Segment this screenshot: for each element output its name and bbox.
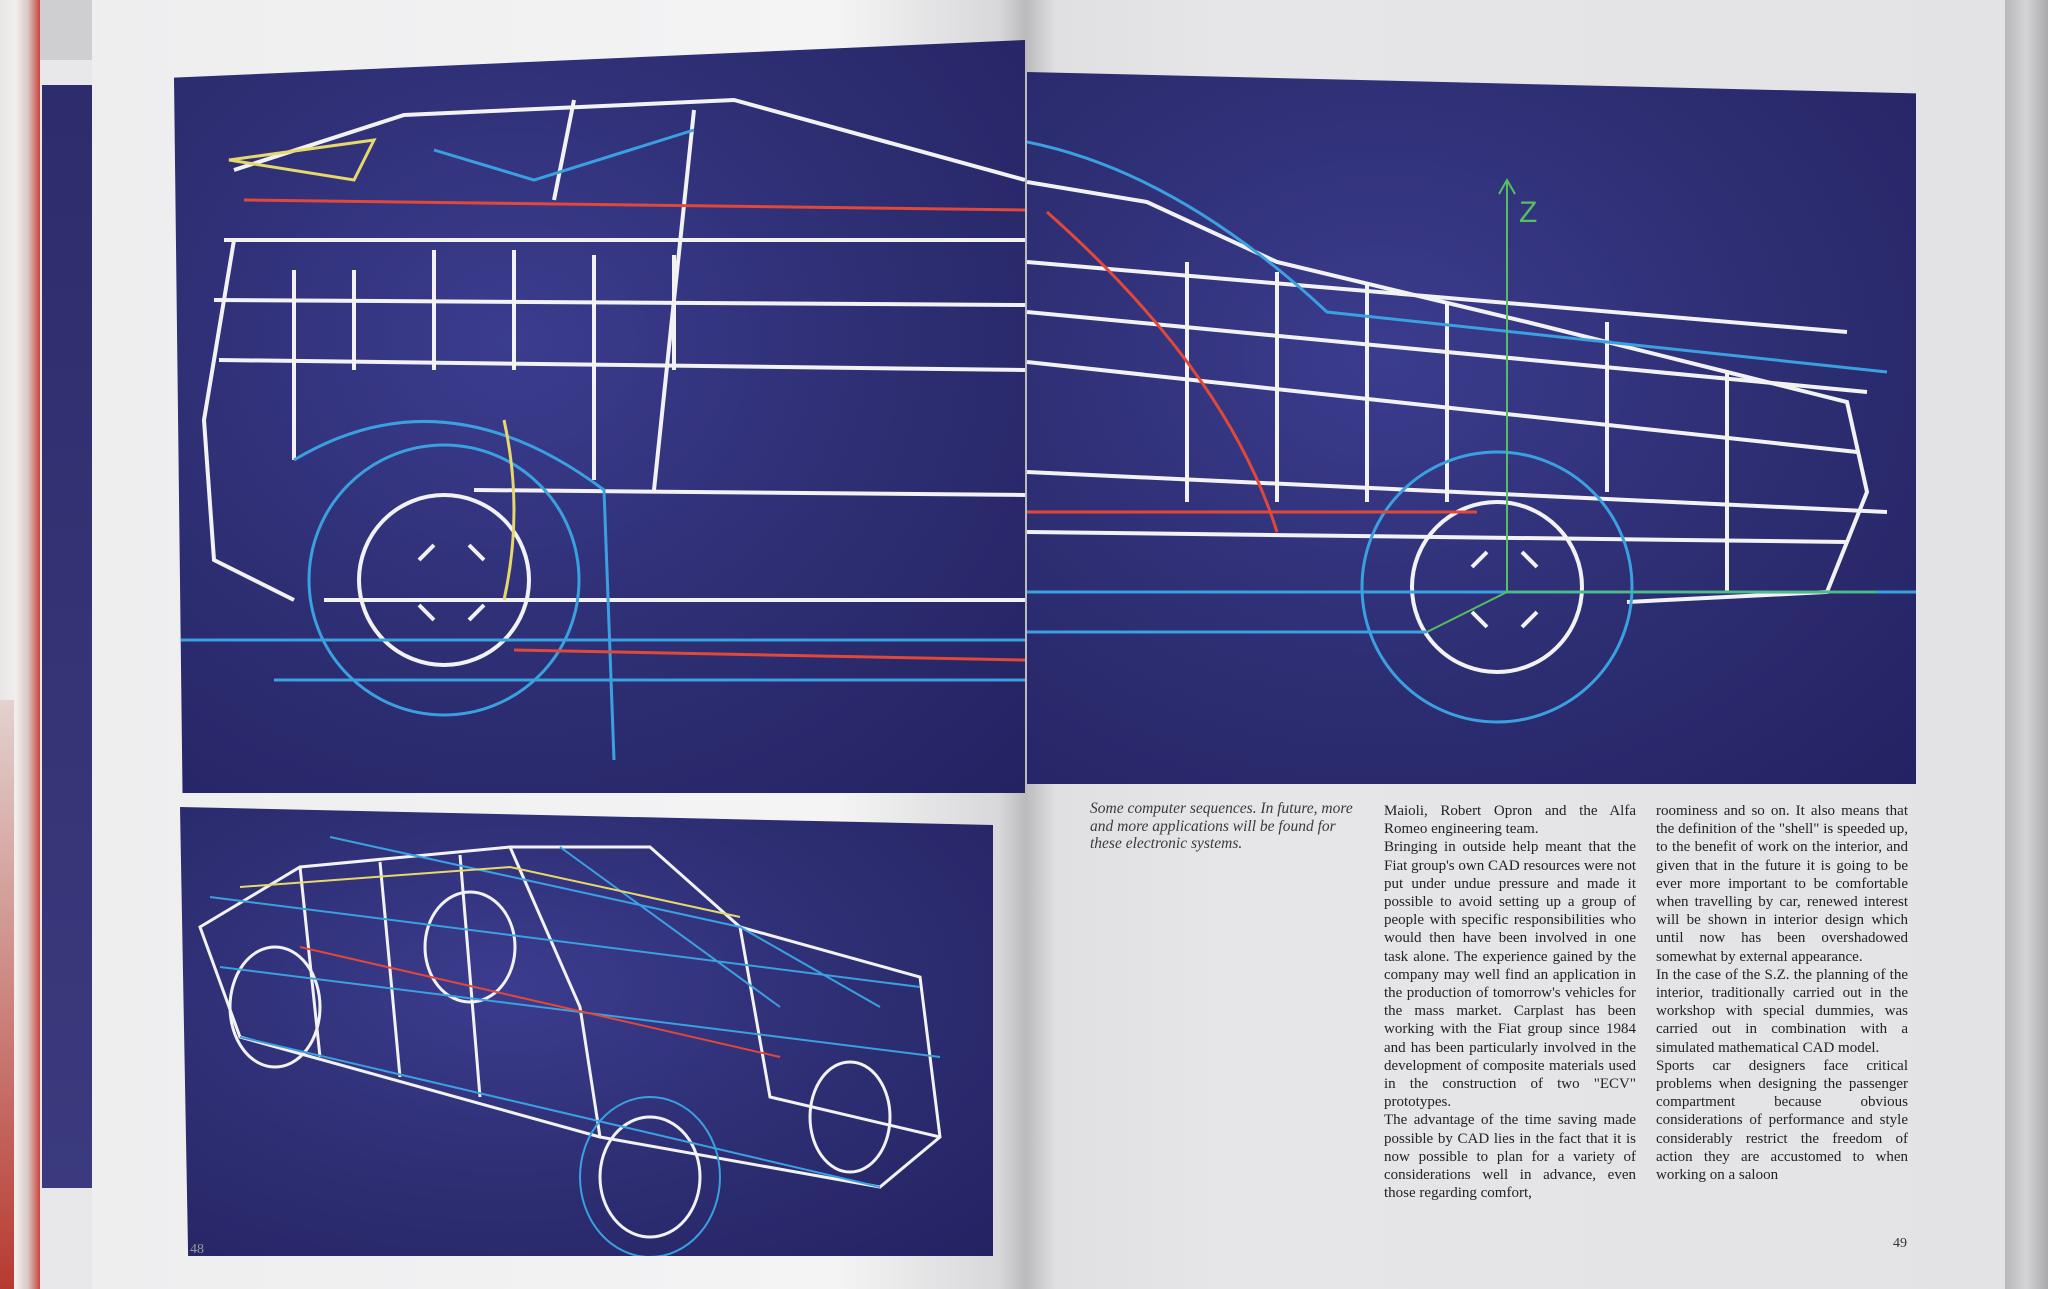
text-column-2: roominess and so on. It also means that … xyxy=(1656,802,1908,1184)
paragraph: The advantage of the time saving made po… xyxy=(1384,1112,1636,1202)
figure-caption: Some computer sequences. In future, more… xyxy=(1090,800,1353,852)
page-number-left: 48 xyxy=(190,1242,204,1257)
paragraph: Maioli, Robert Opron and the Alfa Romeo … xyxy=(1384,803,1636,838)
cad-wireframe-side-view-left xyxy=(174,40,1025,793)
page-number-right: 49 xyxy=(1893,1236,1907,1251)
paragraph: roominess and so on. It also means that … xyxy=(1656,803,1908,965)
paragraph: Sports car designers face critical probl… xyxy=(1656,1057,1908,1184)
underlying-page-image xyxy=(42,85,96,1188)
cad-wireframe-side-view-right: Z xyxy=(1027,72,1916,784)
paragraph: Bringing in outside help meant that the … xyxy=(1384,839,1636,1111)
text-column-1: Maioli, Robert Opron and the Alfa Romeo … xyxy=(1384,802,1636,1202)
book-edge-red xyxy=(0,700,14,1289)
cad-wireframe-perspective-view xyxy=(180,807,993,1256)
page-stack-edge xyxy=(2005,0,2048,1289)
z-axis-label: Z xyxy=(1519,196,1537,229)
paragraph: In the case of the S.Z. the planning of … xyxy=(1656,966,1908,1056)
